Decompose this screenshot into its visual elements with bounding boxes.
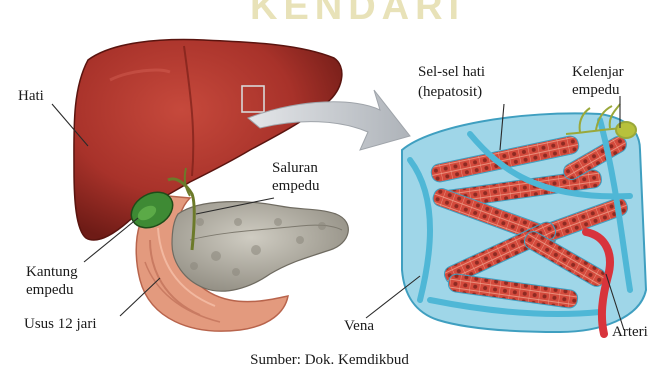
label-saluran-empedu: empedu <box>272 178 319 195</box>
label-kelenjar: Kelenjar <box>572 64 624 81</box>
label-arteri: Arteri <box>612 324 648 341</box>
label-hepatosit: (hepatosit) <box>418 84 482 101</box>
label-usus: Usus 12 jari <box>24 316 97 333</box>
label-vena: Vena <box>344 318 374 335</box>
label-sel-hati: Sel-sel hati <box>418 64 485 81</box>
liver-tissue <box>402 113 646 332</box>
source-caption: Sumber: Dok. Kemdikbud <box>0 352 659 369</box>
pancreas <box>172 202 348 292</box>
label-kantung-empedu: empedu <box>26 282 73 299</box>
label-saluran: Saluran <box>272 160 318 177</box>
label-hati: Hati <box>18 88 44 105</box>
label-kantung: Kantung <box>26 264 78 281</box>
label-kelenjar-empedu: empedu <box>572 82 619 99</box>
